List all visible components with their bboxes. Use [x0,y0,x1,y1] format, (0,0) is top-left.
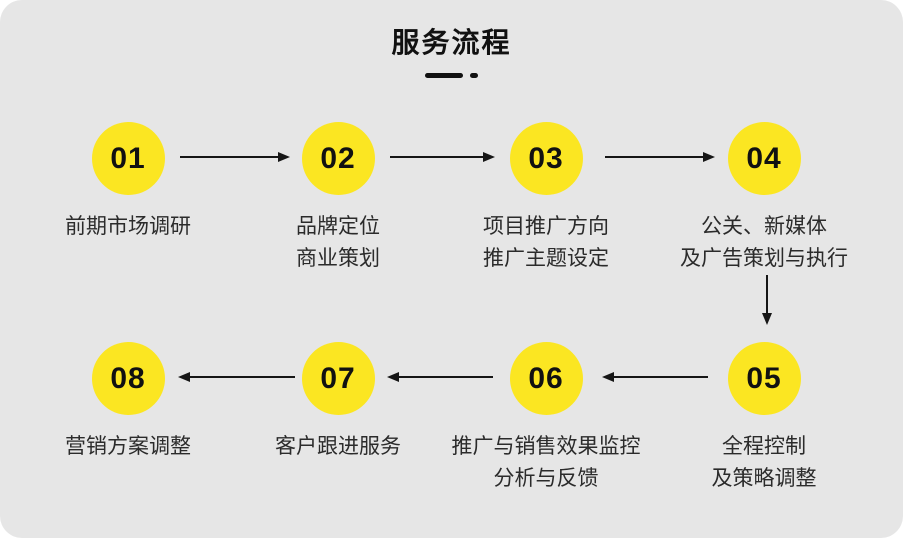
step-01-circle: 01 [91,122,165,195]
step-03: 03 项目推广方向 推广主题设定 [436,122,656,275]
arrow-step6-to-step7 [387,371,493,383]
step-05-number: 05 [746,361,782,395]
step-01-label: 前期市场调研 [65,215,191,238]
step-07-circle: 07 [301,342,375,415]
header: 服务流程 [0,27,903,78]
arrowhead-left-icon [602,372,614,382]
step-03-label: 项目推广方向 推广主题设定 [483,215,609,270]
step-08: 08 营销方案调整 [18,342,238,463]
step-01: 01 前期市场调研 [18,122,238,243]
step-06-label: 推广与销售效果监控 分析与反馈 [451,435,641,490]
arrow-step3-to-step4 [605,151,715,163]
arrowhead-left-icon [387,372,399,382]
step-04-circle: 04 [727,122,801,195]
arrow-step2-to-step3 [390,151,495,163]
step-07-label: 客户跟进服务 [275,435,401,458]
arrow-shaft [605,155,703,159]
step-08-label: 营销方案调整 [65,435,191,458]
step-07-number: 07 [320,361,356,395]
arrow-shaft [765,275,769,313]
arrow-shaft [399,375,493,379]
step-03-number: 03 [528,141,564,175]
step-02-label: 品牌定位 商业策划 [296,215,380,270]
arrow-shaft [614,375,708,379]
arrow-step4-to-step5 [761,275,773,325]
underline-dot [470,73,478,78]
step-05: 05 全程控制 及策略调整 [654,342,874,495]
title-underline [0,73,903,78]
step-06-circle: 06 [509,342,583,415]
step-04-label: 公关、新媒体 及广告策划与执行 [680,215,848,270]
page-title: 服务流程 [391,27,512,58]
step-05-label: 全程控制 及策略调整 [711,435,817,490]
arrowhead-right-icon [483,152,495,162]
step-05-circle: 05 [727,342,801,415]
step-03-circle: 03 [509,122,583,195]
step-08-number: 08 [110,361,146,395]
step-02-circle: 02 [301,122,375,195]
arrowhead-right-icon [703,152,715,162]
step-02-number: 02 [320,141,356,175]
arrow-shaft [180,155,278,159]
step-07: 07 客户跟进服务 [228,342,448,463]
step-02: 02 品牌定位 商业策划 [228,122,448,275]
underline-dash [425,73,463,78]
arrowhead-down-icon [762,313,772,325]
arrow-shaft [190,375,295,379]
step-08-circle: 08 [91,342,165,415]
step-06-number: 06 [528,361,564,395]
step-01-number: 01 [110,141,146,175]
step-04: 04 公关、新媒体 及广告策划与执行 [654,122,874,275]
arrowhead-right-icon [278,152,290,162]
arrow-step1-to-step2 [180,151,290,163]
arrow-shaft [390,155,483,159]
step-06: 06 推广与销售效果监控 分析与反馈 [436,342,656,495]
step-04-number: 04 [746,141,782,175]
arrowhead-left-icon [178,372,190,382]
arrow-step5-to-step6 [602,371,708,383]
arrow-step7-to-step8 [178,371,295,383]
